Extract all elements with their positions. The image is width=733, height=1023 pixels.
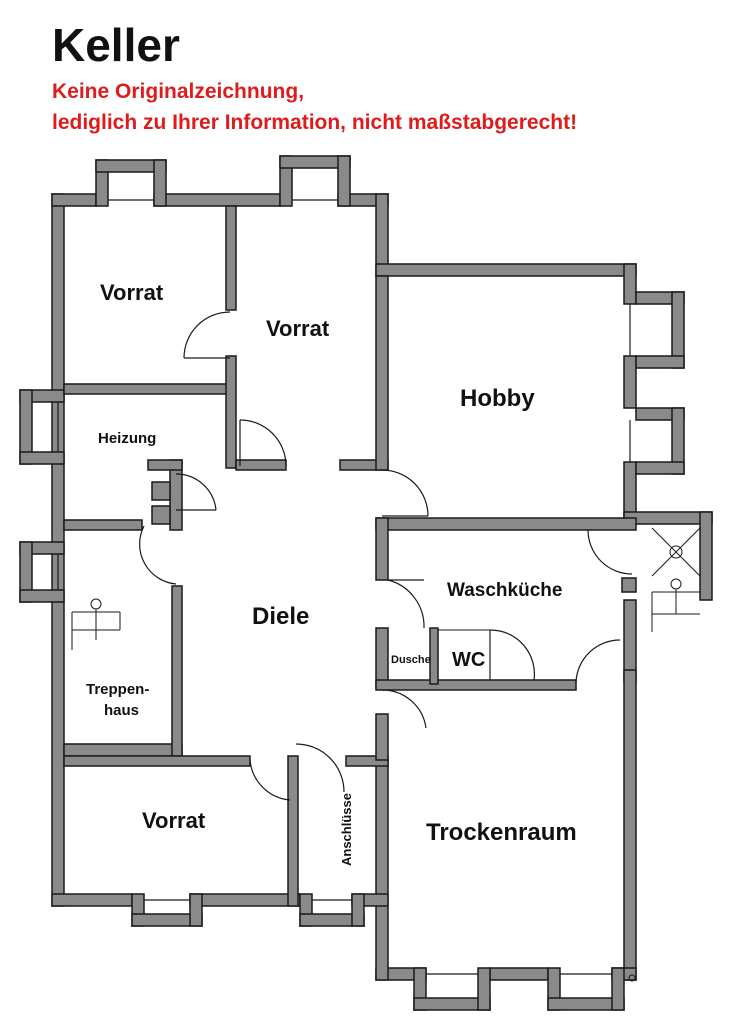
wall [147, 459, 183, 471]
room-label-trockenraum: Trockenraum [426, 819, 577, 846]
wall [63, 519, 143, 531]
wall [621, 577, 637, 593]
light-shaft-line [651, 527, 701, 577]
door-swing [175, 473, 217, 511]
wall [63, 383, 235, 395]
room-label-heizung: Heizung [98, 430, 156, 447]
room-label-vorrat: Vorrat [100, 280, 164, 305]
door-swing [575, 639, 621, 683]
wall [51, 893, 133, 907]
window-bay [477, 967, 491, 1011]
wall [63, 743, 183, 757]
window-bay [611, 967, 625, 1011]
wall [225, 355, 237, 469]
wall [375, 713, 389, 761]
wall [171, 585, 183, 757]
room-label-vorrat: Vorrat [142, 808, 206, 833]
wall [345, 755, 389, 767]
room-label-vorrat: Vorrat [266, 316, 330, 341]
door-swing [387, 579, 425, 629]
window-bay [19, 451, 65, 465]
wall [51, 193, 97, 207]
wall [375, 517, 389, 581]
stair-arrow-origin [90, 598, 102, 610]
room-label-waschkueche: Waschküche [447, 580, 562, 601]
wall [429, 627, 439, 685]
wall [225, 205, 237, 311]
wall [623, 355, 637, 409]
wall [287, 755, 299, 907]
door-swing [489, 629, 536, 681]
wall [623, 511, 713, 525]
room-label-treppenhaus: Treppen- [86, 681, 149, 698]
door-swing [249, 759, 291, 801]
wall [375, 275, 389, 471]
wall [153, 193, 281, 207]
room-labels: Vorrat Vorrat Hobby Heizung Diele Waschk… [86, 280, 577, 866]
door-swing [183, 311, 231, 359]
wall [699, 511, 713, 601]
window-bay [635, 355, 685, 369]
window-bay [19, 589, 65, 603]
drain-marker [628, 974, 636, 982]
wall [189, 893, 301, 907]
door-swing [381, 689, 427, 729]
walls [19, 155, 713, 1011]
wall [63, 755, 251, 767]
disclaimer-line-2: lediglich zu Ihrer Information, nicht ma… [52, 111, 578, 134]
window-bay [153, 159, 167, 207]
fixtures [71, 527, 701, 982]
wall [623, 669, 637, 981]
door-swing [239, 419, 287, 467]
wall [623, 263, 637, 305]
wall [151, 505, 171, 525]
disclaimer-line-1: Keine Originalzeichnung, [52, 80, 305, 103]
room-label-dusche: Dusche [391, 654, 431, 666]
light-shaft-center [669, 545, 683, 559]
window-bay [189, 893, 203, 927]
windows [57, 199, 631, 975]
door-swing [587, 529, 633, 575]
window-bay [337, 155, 351, 207]
room-label-hobby: Hobby [460, 385, 535, 412]
room-label-diele: Diele [252, 603, 309, 630]
wall [235, 459, 287, 471]
door-swing [295, 743, 345, 793]
wall [375, 517, 637, 531]
page-title: Keller [52, 19, 180, 71]
door-swing [139, 525, 177, 585]
room-label-anschluesse: Anschlüsse [339, 793, 354, 866]
stair-arrow-origin [670, 578, 682, 590]
window-bay [635, 461, 685, 475]
wall [375, 263, 637, 277]
wc-frame [437, 629, 491, 681]
room-label-wc: WC [452, 649, 485, 671]
wall [375, 627, 389, 689]
wall [489, 967, 549, 981]
door-swing [381, 469, 429, 517]
wall [375, 759, 389, 981]
room-label-treppenhaus: haus [104, 702, 139, 719]
wall [151, 481, 171, 501]
wall [375, 679, 577, 691]
door-swings [139, 311, 633, 801]
window-bay [351, 893, 365, 927]
